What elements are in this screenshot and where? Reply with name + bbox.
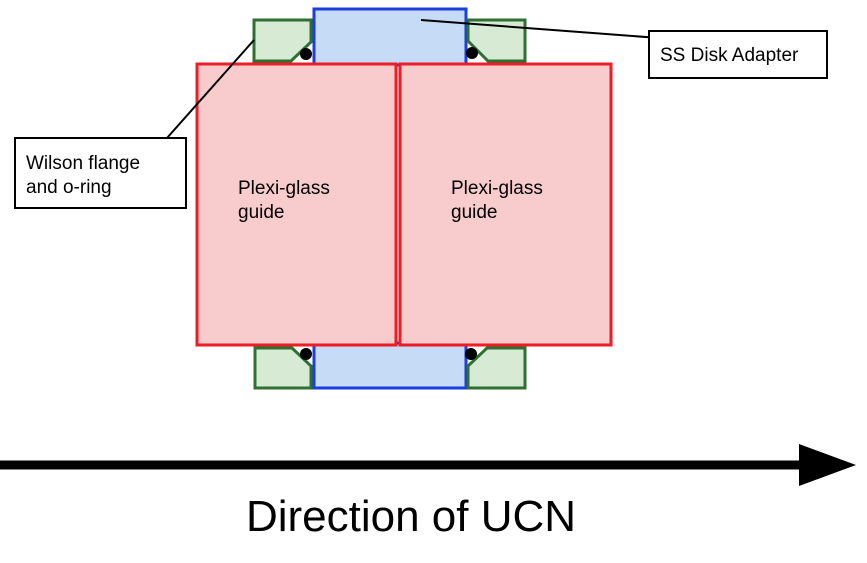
oring-bottom-left <box>300 348 312 360</box>
plexiglass-guide-left <box>195 62 398 347</box>
ss-adapter-label: SS Disk Adapter <box>660 45 799 66</box>
ss-adapter-leader-line <box>420 19 660 39</box>
wilson-flange-bottom-right <box>466 346 527 390</box>
guide-right-label-line2: guide <box>451 202 498 223</box>
oring-top-left <box>300 48 312 60</box>
ss-adapter-callout-box <box>648 30 828 79</box>
direction-label: Direction of UCN <box>246 492 576 541</box>
ss-disk-adapter-top <box>312 7 468 67</box>
plexiglass-guide-right <box>398 62 613 347</box>
ss-disk-adapter-bottom <box>312 341 468 390</box>
wilson-label-line2: and o-ring <box>26 177 112 198</box>
direction-arrow-head <box>799 444 856 486</box>
guide-right-label-line1: Plexi-glass <box>451 178 543 199</box>
wilson-flange-bottom-left <box>253 346 313 390</box>
guide-left-label-line2: guide <box>238 202 285 223</box>
wilson-label-line1: Wilson flange <box>26 153 140 174</box>
oring-bottom-right <box>465 348 477 360</box>
guide-left-label-line1: Plexi-glass <box>238 178 330 199</box>
oring-top-right <box>466 47 478 59</box>
wilson-flange-top-right <box>466 18 527 63</box>
wilson-callout-box <box>14 137 187 209</box>
wilson-leader-line <box>166 39 255 139</box>
